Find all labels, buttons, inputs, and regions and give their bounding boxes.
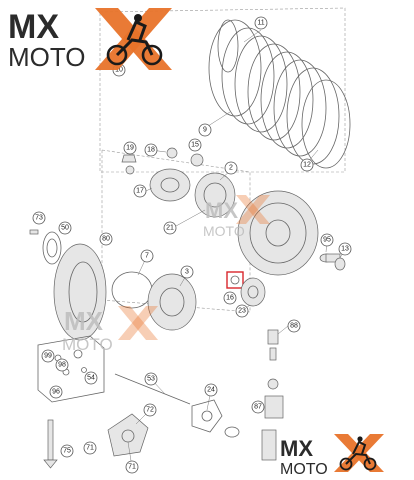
callout-7: 7 [140,249,154,263]
drive-gear [240,277,266,307]
svg-text:MX: MX [8,8,59,46]
callout-50: 50 [58,221,72,235]
callout-12: 12 [300,158,314,172]
bolt-75 [43,419,58,469]
svg-text:MX: MX [205,198,238,223]
svg-text:80: 80 [102,236,110,243]
callout-17: 17 [133,184,147,198]
callout-98: 98 [55,358,69,372]
svg-text:54: 54 [87,375,95,382]
screw-73 [29,229,39,235]
svg-text:13: 13 [341,246,349,253]
callout-96: 96 [49,385,63,399]
svg-text:16: 16 [226,295,234,302]
callout-53: 53 [144,372,158,386]
needle-bearing-highlighted [226,271,244,289]
friction-disc [53,243,107,341]
svg-text:19: 19 [126,145,134,152]
callout-24: 24 [204,383,218,397]
callout-73: 73 [32,211,46,225]
pressure-plate [149,168,191,202]
svg-text:7: 7 [145,253,149,260]
svg-text:95: 95 [323,237,331,244]
callout-11: 11 [254,16,268,30]
watermark-mid: MX MOTO [203,195,270,239]
svg-text:53: 53 [147,376,155,383]
svg-text:87: 87 [254,404,262,411]
highlight-box [226,271,244,289]
svg-text:10: 10 [115,67,123,74]
svg-text:MX: MX [280,436,313,461]
svg-text:3: 3 [185,269,189,276]
callout-3: 3 [180,265,194,279]
brand-logo-bottom: MX MOTO [280,434,384,478]
callout-80: 80 [99,232,113,246]
svg-text:18: 18 [147,147,155,154]
inner-clutch-hub [194,172,236,218]
svg-text:98: 98 [58,362,66,369]
svg-text:23: 23 [238,308,246,315]
svg-text:MOTO: MOTO [8,42,86,72]
pressure-cap-parts [121,147,204,175]
svg-text:11: 11 [257,20,264,27]
clutch-plates-stack [208,19,351,169]
callout-88: 88 [287,319,301,333]
push-rod [114,373,191,405]
clutch-basket [147,273,197,331]
callout-18: 18 [144,143,158,157]
callout-9: 9 [198,123,212,137]
svg-text:75: 75 [63,448,71,455]
callout-99: 99 [41,349,55,363]
svg-text:71: 71 [86,445,94,452]
brand-logo-top: MX MOTO [8,8,172,72]
release-lever [107,413,149,457]
bushing [319,253,346,271]
callout-87: 87 [251,400,265,414]
svg-text:71: 71 [128,464,136,471]
watermark-left: MX MOTO [62,306,158,354]
small-o-ring [224,426,240,438]
svg-text:88: 88 [290,323,298,330]
gasket [191,399,223,433]
callout-13: 13 [338,242,352,256]
motocross-rider-icon [339,436,377,471]
callout-16: 16 [223,291,237,305]
callout-21: 21 [163,221,177,235]
callout-72: 72 [143,403,157,417]
svg-text:73: 73 [35,215,43,222]
callout-95: 95 [320,233,334,247]
motocross-rider-icon [106,14,163,66]
svg-text:MOTO: MOTO [62,335,113,354]
callout-71-b: 71 [125,460,139,474]
callout-15: 15 [188,138,202,152]
svg-text:9: 9 [203,127,207,134]
callout-19: 19 [123,141,137,155]
callout-71-a: 71 [83,441,97,455]
svg-text:MOTO: MOTO [203,223,245,239]
disc-50 [42,231,62,265]
svg-text:21: 21 [166,225,174,232]
svg-text:50: 50 [61,225,69,232]
svg-text:17: 17 [136,188,144,195]
callout-54: 54 [84,371,98,385]
svg-text:12: 12 [303,162,311,169]
callout-75: 75 [60,444,74,458]
svg-text:15: 15 [191,142,199,149]
bleed-valve-parts [261,329,284,461]
callout-23: 23 [235,304,249,318]
svg-text:72: 72 [146,407,154,414]
primary-gear [237,190,319,276]
clutch-pack-frame [99,7,346,173]
svg-text:MX: MX [64,306,104,336]
svg-text:2: 2 [229,165,233,172]
svg-text:96: 96 [52,389,60,396]
svg-text:24: 24 [207,387,215,394]
callout-2: 2 [224,161,238,175]
svg-text:99: 99 [44,353,52,360]
svg-text:MOTO: MOTO [280,461,328,478]
